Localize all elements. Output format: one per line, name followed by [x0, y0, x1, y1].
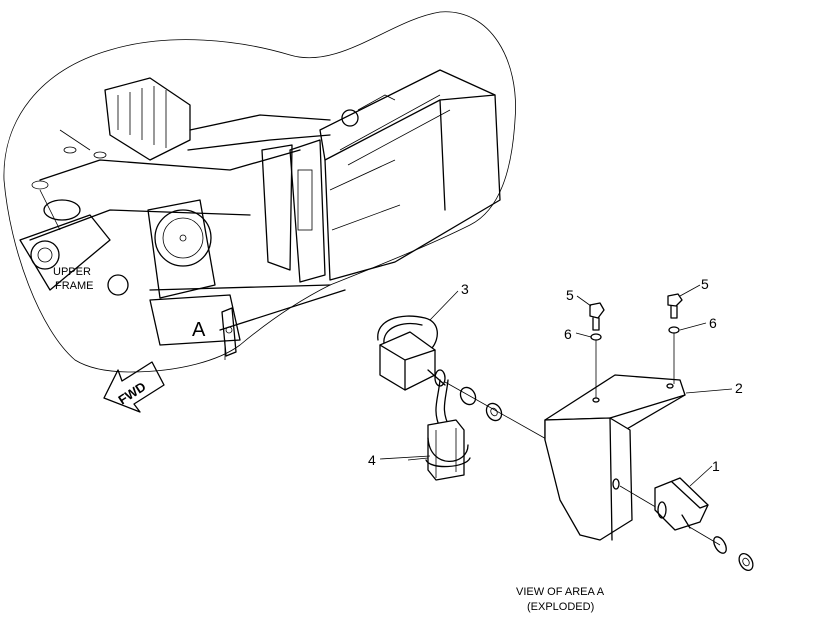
part-1-switch [619, 477, 754, 572]
part-5-bolt-left [589, 302, 605, 331]
swing-drive [147, 199, 216, 299]
view-caption-line-1: VIEW OF AREA A [516, 586, 605, 598]
boom-foot [19, 199, 129, 296]
lower-frame-block [149, 294, 241, 360]
frame-rails [29, 129, 346, 331]
area-a-marker: A [192, 319, 206, 341]
leader-lines [379, 284, 733, 487]
part-4-connector [407, 379, 471, 481]
control-valve [104, 77, 331, 161]
part-3-horn [377, 315, 446, 391]
view-caption-line-2: (EXPLODED) [527, 601, 594, 613]
callout-6-right: 6 [709, 315, 717, 331]
fwd-arrow: FWD [103, 361, 165, 413]
callout-5-right: 5 [701, 276, 709, 292]
breakout-boundary [3, 11, 516, 373]
upper-frame-label-2: FRAME [55, 280, 94, 292]
upper-frame-label-1: UPPER [53, 266, 91, 278]
part-5-bolt-right [667, 293, 683, 319]
callout-6-left: 6 [564, 326, 572, 342]
callout-3: 3 [461, 281, 469, 297]
fwd-label: FWD [115, 379, 148, 408]
callout-2: 2 [735, 380, 743, 396]
part-2-bracket [544, 374, 686, 541]
fuel-tank [319, 69, 501, 281]
part-6-washer-right [668, 326, 680, 384]
callout-1: 1 [712, 458, 720, 474]
centerline-washers [444, 381, 549, 441]
bracket-posts [261, 139, 326, 283]
callout-5-left: 5 [566, 287, 574, 303]
callout-4: 4 [368, 452, 376, 468]
upper-frame-view: UPPER FRAME A [3, 11, 516, 373]
